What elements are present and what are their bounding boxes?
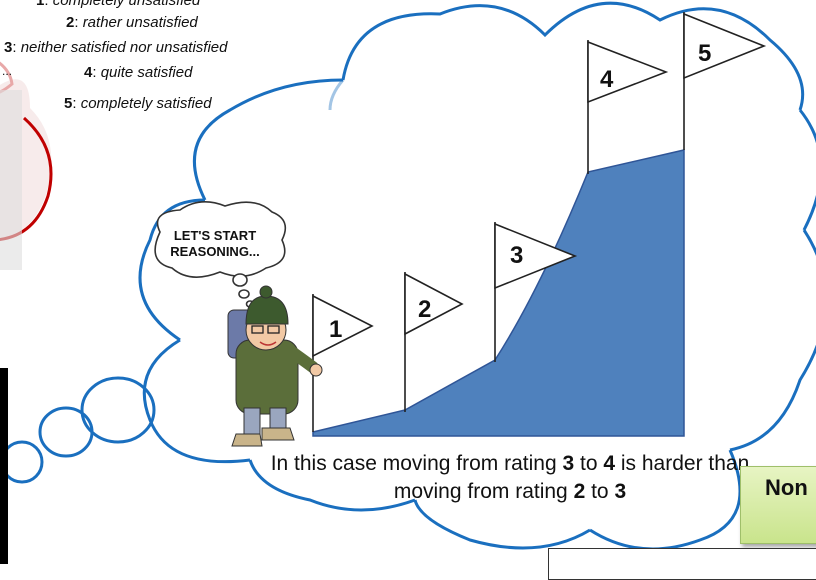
flag-4 [587,40,669,174]
legend-num: 1 [36,0,45,9]
side-label-text: Non [765,475,808,500]
caption-part-3: is harder than moving from rating [393,452,750,503]
legend-item-1: 1: completely unsatisfied [36,0,200,9]
legend-num: 4 [84,64,93,81]
flag-1 [312,294,374,432]
flag-3 [494,222,578,362]
caption-part-2: to [574,452,604,475]
speech-bubble [154,201,287,308]
caption-part-1: In this case moving from rating [270,452,563,475]
trail-bubbles [0,376,156,484]
red-cloud-fragment [0,61,53,270]
scene-graphic [0,1,816,551]
legend-item-5: 5: completely satisfied [64,95,212,112]
legend-item-2: 2: rather unsatisfied [66,14,198,31]
legend-item-3: 3: neither satisfied nor unsatisfied [4,39,228,56]
speech-line-1: LET'S START [173,228,257,243]
rating-slope [312,149,685,437]
flag-2 [404,272,464,412]
thought-cloud [138,1,816,551]
caption-from-high: 3 [562,452,575,475]
flag-label-4: 4 [600,66,614,93]
legend-num: 2 [66,14,75,31]
caption-part-4: to [585,480,615,503]
legend-text: rather unsatisfied [82,14,198,31]
ellipsis-text: ... [2,64,13,78]
flag-5 [683,12,767,150]
caption-text: In this case moving from rating 3 to 4 i… [270,450,750,506]
left-black-frame [0,368,8,564]
caption-to-low: 3 [614,480,627,503]
legend-item-4: 4: quite satisfied [84,64,193,81]
flag-label-2: 2 [418,296,432,323]
flag-label-5: 5 [698,40,712,67]
flag-label-3: 3 [510,242,524,269]
speech-bubble-text: LET'S START REASONING... [150,228,280,260]
legend-num: 3 [4,39,13,56]
legend-num: 5 [64,95,73,112]
legend-text: quite satisfied [100,64,193,81]
flag-label-1: 1 [329,316,343,343]
legend-text: completely unsatisfied [52,0,201,9]
side-label-box: Non [740,466,816,544]
bottom-outline-box [548,548,816,580]
legend-text: neither satisfied nor unsatisfied [20,39,228,56]
hiker-character [227,285,323,447]
legend-text: completely satisfied [80,95,212,112]
caption-from-low: 2 [573,480,586,503]
speech-line-2: REASONING... [170,244,260,259]
caption-to-high: 4 [603,452,616,475]
